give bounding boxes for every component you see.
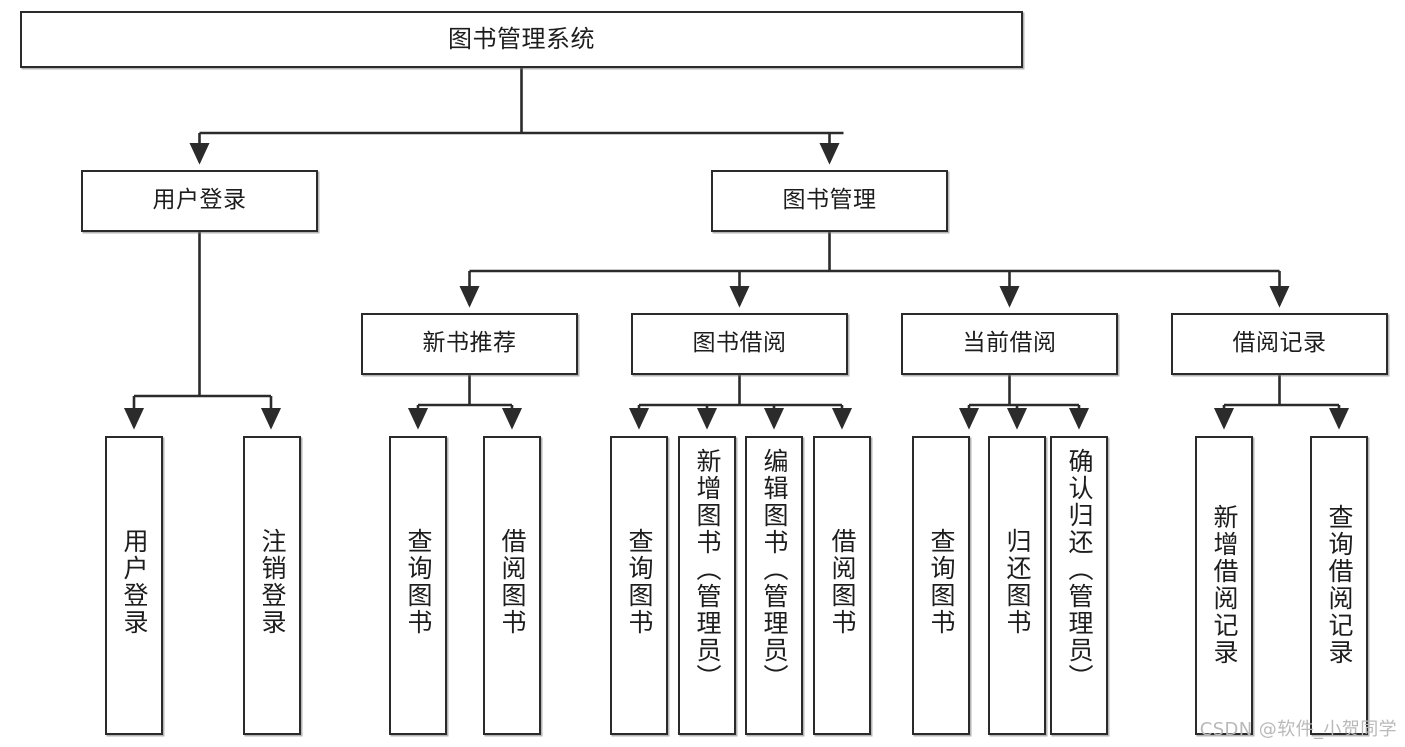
- leaf-user-login-login[interactable]: 用户登录: [105, 436, 163, 735]
- leaf-book-borrow-add-book-admin[interactable]: 新增图书（管理员）: [678, 436, 736, 735]
- node-new-book-recommend[interactable]: 新书推荐: [361, 313, 578, 375]
- node-label: 注销登录: [258, 528, 287, 636]
- leaf-new-book-borrow-book[interactable]: 借阅图书: [483, 436, 541, 735]
- node-label: 查询借阅记录: [1325, 504, 1354, 666]
- node-current-borrow[interactable]: 当前借阅: [901, 313, 1118, 375]
- leaf-book-borrow-borrow-book[interactable]: 借阅图书: [813, 436, 871, 735]
- node-label: 借阅图书: [828, 528, 857, 636]
- watermark-text: CSDN @软件_小贺同学: [1199, 719, 1397, 740]
- leaf-new-book-query-book[interactable]: 查询图书: [389, 436, 447, 735]
- node-label: 借阅记录: [1232, 330, 1327, 357]
- node-borrow-record[interactable]: 借阅记录: [1171, 313, 1388, 375]
- node-label: 查询图书: [625, 528, 654, 636]
- node-book-borrow[interactable]: 图书借阅: [631, 313, 848, 375]
- node-label: 当前借阅: [962, 330, 1057, 357]
- leaf-borrow-record-query-record[interactable]: 查询借阅记录: [1310, 436, 1368, 735]
- leaf-book-borrow-edit-book-admin[interactable]: 编辑图书（管理员）: [745, 436, 803, 735]
- node-label: 新增图书（管理员）: [693, 448, 722, 691]
- leaf-book-borrow-query-book[interactable]: 查询图书: [610, 436, 668, 735]
- node-root-system[interactable]: 图书管理系统: [20, 11, 1023, 68]
- node-label: 确认归还（管理员）: [1065, 448, 1094, 691]
- leaf-user-login-logout[interactable]: 注销登录: [243, 436, 301, 735]
- node-label: 用户登录: [152, 187, 247, 214]
- node-label: 新增借阅记录: [1210, 504, 1239, 666]
- node-label: 新书推荐: [422, 330, 517, 357]
- node-label: 图书管理: [782, 187, 877, 214]
- node-label: 归还图书: [1003, 528, 1032, 636]
- node-user-login[interactable]: 用户登录: [81, 170, 318, 232]
- node-label: 查询图书: [927, 528, 956, 636]
- node-label: 查询图书: [404, 528, 433, 636]
- node-label: 编辑图书（管理员）: [760, 448, 789, 691]
- leaf-current-borrow-return-book[interactable]: 归还图书: [988, 436, 1046, 735]
- node-label: 借阅图书: [498, 528, 527, 636]
- node-label: 用户登录: [120, 528, 149, 636]
- node-label: 图书借阅: [692, 330, 787, 357]
- leaf-current-borrow-confirm-return-admin[interactable]: 确认归还（管理员）: [1050, 436, 1108, 735]
- node-label: 图书管理系统: [448, 25, 595, 54]
- leaf-borrow-record-add-record[interactable]: 新增借阅记录: [1195, 436, 1253, 735]
- node-book-management[interactable]: 图书管理: [711, 170, 948, 232]
- leaf-current-borrow-query-book[interactable]: 查询图书: [912, 436, 970, 735]
